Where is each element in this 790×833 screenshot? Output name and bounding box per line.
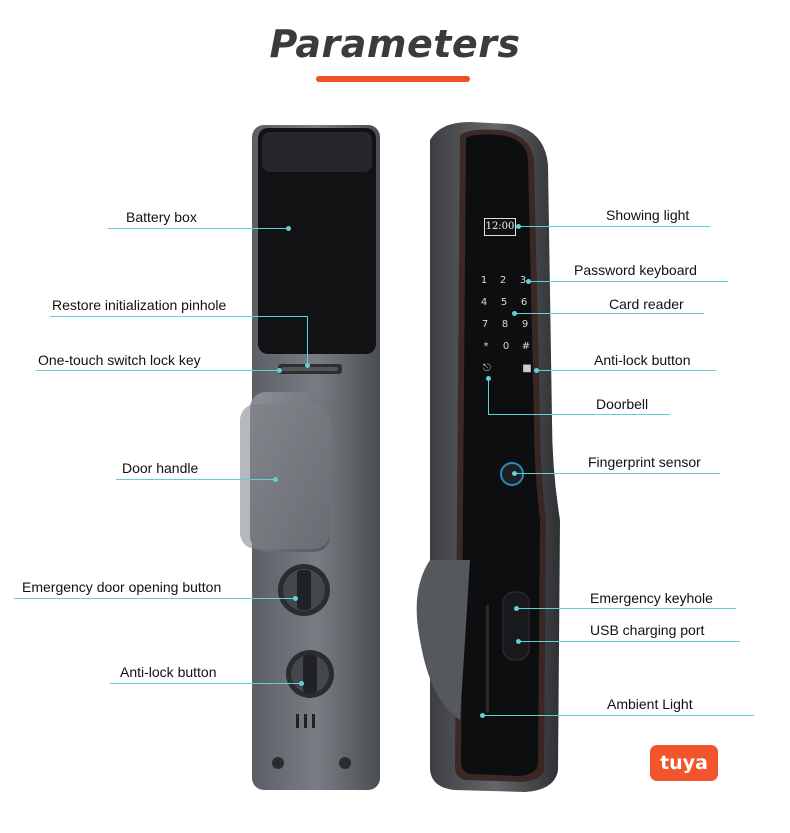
callout-line <box>536 370 716 371</box>
callout-dot <box>516 224 521 229</box>
label-anti-lock-right: Anti-lock button <box>594 352 691 368</box>
callout-line <box>518 226 710 227</box>
label-doorbell: Doorbell <box>596 396 649 412</box>
keypad-key[interactable]: 1 <box>480 275 488 286</box>
callout-line <box>110 683 302 684</box>
tuya-logo: tuya <box>650 745 718 781</box>
callout-line <box>516 608 736 609</box>
keypad-key[interactable]: 4 <box>480 297 488 308</box>
callout-dot <box>512 311 517 316</box>
lock-icon[interactable]: ■ <box>522 363 532 374</box>
callout-line <box>514 473 720 474</box>
callout-line <box>514 313 704 314</box>
callout-dot <box>514 606 519 611</box>
label-fingerprint: Fingerprint sensor <box>588 454 701 470</box>
keypad-key[interactable]: # <box>521 341 531 352</box>
callout-line <box>14 598 296 599</box>
callout-dot <box>277 368 282 373</box>
callout-line <box>36 370 280 371</box>
callout-line <box>482 715 754 716</box>
clock-display: 12:00 <box>484 218 516 236</box>
label-switch-lock-key: One-touch switch lock key <box>38 352 201 368</box>
callout-line <box>488 378 489 414</box>
keypad-key[interactable]: 8 <box>501 319 509 330</box>
back-panel <box>240 125 380 790</box>
callout-dot <box>526 279 531 284</box>
callout-dot <box>516 639 521 644</box>
callout-dot <box>299 681 304 686</box>
keypad-key[interactable]: 3 <box>519 275 527 286</box>
label-emergency-button: Emergency door opening button <box>22 579 222 595</box>
keypad-key[interactable]: * <box>483 341 489 352</box>
label-restore-pinhole: Restore initialization pinhole <box>52 297 227 313</box>
keypad-key[interactable]: 0 <box>502 341 510 352</box>
label-showing-light: Showing light <box>606 207 690 223</box>
callout-line <box>50 316 308 317</box>
callout-line <box>488 414 670 415</box>
label-battery-box: Battery box <box>126 209 197 225</box>
bell-icon[interactable]: ⎋ <box>483 363 491 374</box>
callout-line <box>518 641 740 642</box>
keypad-key[interactable]: 6 <box>520 297 528 308</box>
callout-line <box>116 479 276 480</box>
label-emergency-keyhole: Emergency keyhole <box>590 590 713 606</box>
page-title: Parameters <box>269 22 521 66</box>
callout-dot <box>480 713 485 718</box>
front-panel <box>416 122 560 792</box>
callout-dot <box>286 226 291 231</box>
keypad-key[interactable]: 5 <box>500 297 508 308</box>
label-ambient-light: Ambient Light <box>607 696 693 712</box>
keypad-key[interactable]: 2 <box>499 275 507 286</box>
callout-dot <box>305 363 310 368</box>
callout-dot <box>293 596 298 601</box>
callout-line <box>528 281 728 282</box>
callout-line <box>108 228 290 229</box>
callout-dot <box>534 368 539 373</box>
keypad-key[interactable]: 9 <box>521 319 529 330</box>
label-password-keyboard: Password keyboard <box>574 262 697 278</box>
label-anti-lock-left: Anti-lock button <box>120 664 217 680</box>
keypad-key[interactable]: 7 <box>481 319 489 330</box>
label-usb-port: USB charging port <box>590 622 705 638</box>
title-underline <box>316 76 470 82</box>
callout-dot <box>486 376 491 381</box>
callout-dot <box>512 471 517 476</box>
callout-dot <box>273 477 278 482</box>
label-card-reader: Card reader <box>609 296 684 312</box>
label-door-handle: Door handle <box>122 460 199 476</box>
callout-line <box>307 316 308 366</box>
